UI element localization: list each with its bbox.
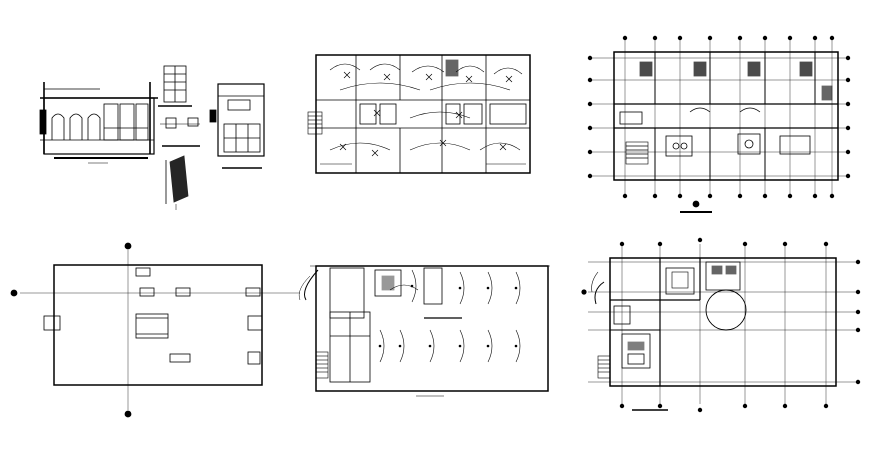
building-section (39, 82, 158, 164)
electrical-plan-outline (315, 54, 531, 174)
roof-plan (10, 242, 300, 418)
lighting-plan (298, 265, 550, 397)
room-detail-plan (209, 83, 265, 169)
stair-detail (158, 65, 192, 107)
gridded-floor-plan-top (587, 35, 851, 213)
highlight-circle (705, 289, 747, 331)
electrical-plan-stair (307, 111, 323, 135)
section-and-details (39, 65, 265, 210)
grid-bubbles-top (587, 35, 851, 199)
lighting-plan-stair (315, 351, 329, 379)
gridded-floor-plan-bottom (581, 237, 861, 413)
electrical-floor-plan (307, 54, 531, 174)
grid-bubbles-bottom (581, 237, 861, 413)
lighting-arcs (379, 269, 521, 363)
hatched-detail (165, 155, 189, 210)
wall-detail (160, 117, 200, 147)
